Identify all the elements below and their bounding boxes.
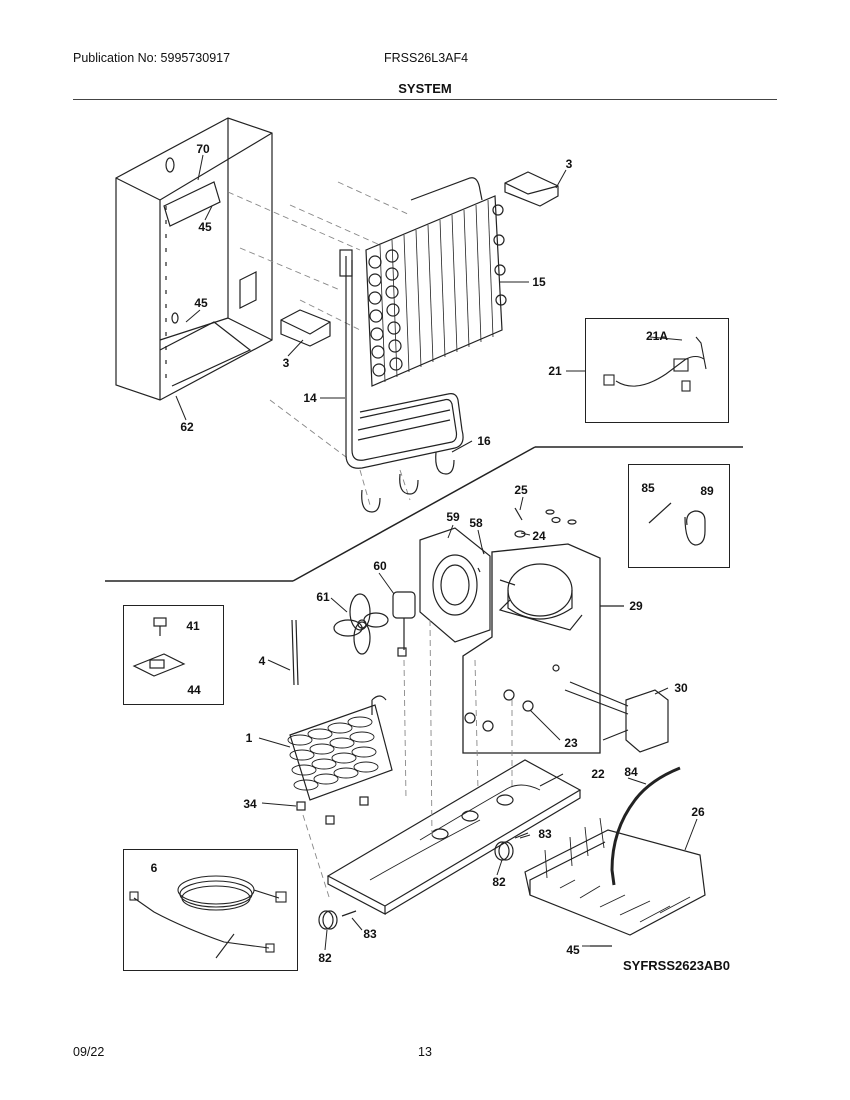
callout-82-left: 82 bbox=[318, 951, 332, 965]
condenser-bracket-2 bbox=[325, 815, 335, 825]
callout-61: 61 bbox=[316, 590, 330, 604]
evaporator-coil bbox=[365, 177, 507, 387]
fan-motor bbox=[392, 591, 416, 657]
parts-inset-85-89 bbox=[628, 464, 730, 568]
assembly-lines-lower bbox=[302, 619, 513, 901]
screws-washers bbox=[477, 507, 577, 573]
callout-58: 58 bbox=[469, 516, 483, 530]
callout-62: 62 bbox=[180, 420, 194, 434]
compressor-electrical-box bbox=[552, 664, 669, 753]
callout-25: 25 bbox=[514, 483, 528, 497]
callout-41: 41 bbox=[186, 619, 200, 633]
callout-1: 1 bbox=[245, 731, 253, 745]
callout-34: 34 bbox=[243, 797, 257, 811]
page-title: SYSTEM bbox=[398, 81, 452, 96]
callout-3-left: 3 bbox=[282, 356, 290, 370]
publication-number: Publication No: 5995730917 bbox=[73, 51, 231, 65]
assembly-lines-top bbox=[227, 181, 411, 506]
fan-shroud bbox=[419, 527, 491, 643]
insulation-block-top bbox=[504, 171, 559, 207]
header-rule bbox=[73, 99, 777, 100]
wiring-harness-inset-21 bbox=[585, 318, 729, 423]
callout-15: 15 bbox=[532, 275, 546, 289]
roller-left bbox=[318, 910, 357, 930]
callout-44: 44 bbox=[187, 683, 201, 697]
evaporator-housing bbox=[115, 117, 273, 401]
condenser-coil bbox=[287, 695, 393, 801]
drain-tube bbox=[291, 619, 299, 686]
callout-60: 60 bbox=[373, 559, 387, 573]
compressor-mount-outline bbox=[462, 543, 624, 754]
parts-85-89-drawing bbox=[648, 502, 706, 546]
callout-45-mid: 45 bbox=[194, 296, 208, 310]
callout-30: 30 bbox=[674, 681, 688, 695]
callout-22: 22 bbox=[591, 767, 605, 781]
section-dividers bbox=[105, 446, 743, 582]
condenser-bracket-3 bbox=[359, 796, 369, 806]
drain-hose bbox=[610, 766, 681, 886]
power-cord-drawing bbox=[129, 875, 287, 959]
defrost-heater bbox=[339, 249, 464, 469]
parts-inset-41-44 bbox=[123, 605, 224, 705]
callout-82-right: 82 bbox=[492, 875, 506, 889]
parts-41-44-drawing bbox=[132, 617, 186, 677]
callout-83-left: 83 bbox=[363, 927, 377, 941]
callout-89: 89 bbox=[700, 484, 714, 498]
compressor bbox=[498, 563, 583, 631]
callout-3-top: 3 bbox=[565, 157, 573, 171]
callout-23: 23 bbox=[564, 736, 578, 750]
leader-lines bbox=[175, 154, 698, 951]
machine-base bbox=[326, 759, 582, 915]
callout-29: 29 bbox=[629, 599, 643, 613]
condenser-bracket bbox=[296, 801, 306, 811]
footer-page-number: 13 bbox=[418, 1045, 432, 1059]
model-number: FRSS26L3AF4 bbox=[384, 51, 469, 65]
callout-4: 4 bbox=[258, 654, 266, 668]
callout-45-bottom: 45 bbox=[566, 943, 580, 957]
callout-85: 85 bbox=[641, 481, 655, 495]
callout-26: 26 bbox=[691, 805, 705, 819]
callout-14: 14 bbox=[303, 391, 317, 405]
callout-70: 70 bbox=[196, 142, 210, 156]
insulation-block-left bbox=[280, 309, 331, 347]
callout-84: 84 bbox=[624, 765, 638, 779]
callout-16: 16 bbox=[477, 434, 491, 448]
diagram-code: SYFRSS2623AB0 bbox=[623, 958, 730, 973]
fan-blade bbox=[333, 593, 389, 655]
callout-83-right: 83 bbox=[538, 827, 552, 841]
grommets bbox=[464, 689, 534, 732]
footer-date: 09/22 bbox=[73, 1045, 105, 1059]
callout-24: 24 bbox=[532, 529, 546, 543]
drain-pan bbox=[524, 817, 706, 936]
heater-clips bbox=[361, 451, 455, 513]
callout-6: 6 bbox=[150, 861, 158, 875]
harness-21-drawing bbox=[603, 336, 707, 392]
power-cord-inset-6 bbox=[123, 849, 298, 971]
callout-21A: 21A bbox=[645, 329, 669, 343]
callout-59: 59 bbox=[446, 510, 460, 524]
callout-45-top: 45 bbox=[198, 220, 212, 234]
callout-21: 21 bbox=[548, 364, 562, 378]
